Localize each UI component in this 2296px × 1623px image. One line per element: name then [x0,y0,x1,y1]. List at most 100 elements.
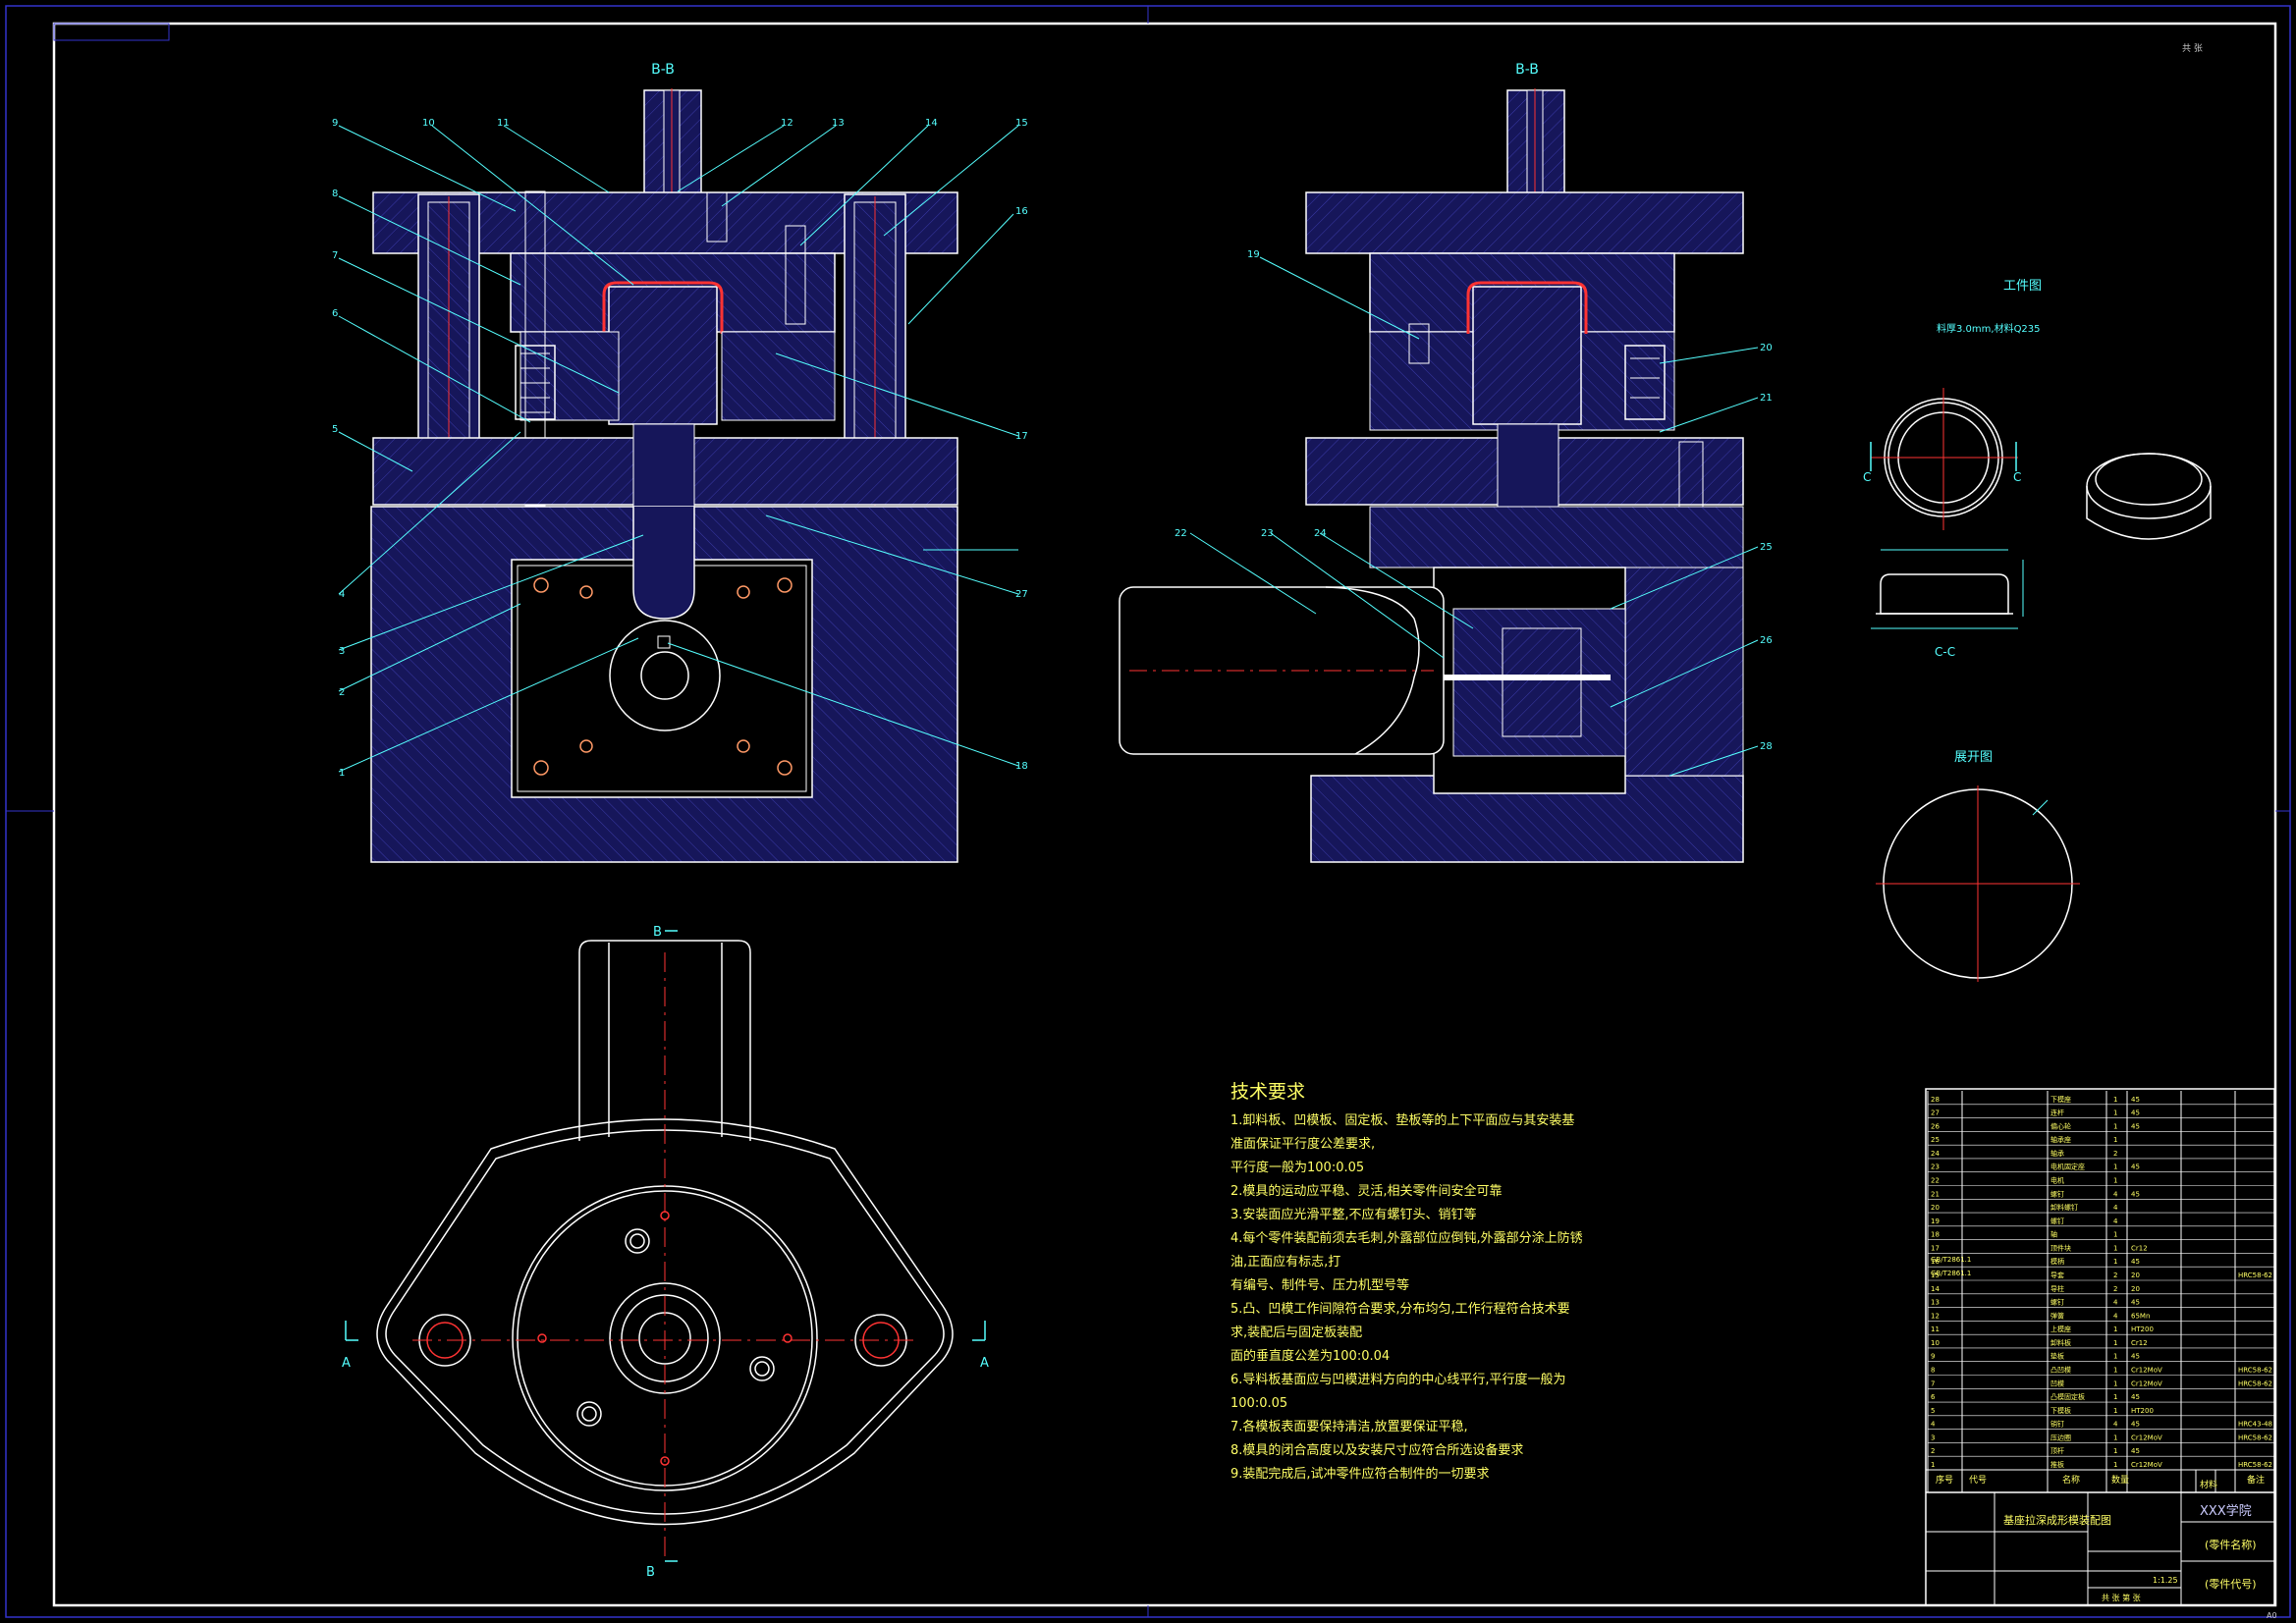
svg-text:13: 13 [832,118,845,129]
svg-text:3: 3 [339,646,345,657]
bom-cell-name: 凹模 [2050,1379,2064,1387]
bom-cell-name: 下模板 [2050,1406,2071,1415]
bom-cell-qty: 1 [2113,1461,2117,1469]
drawing-title: 基座拉深成形模装配图 [2003,1513,2111,1527]
bom-cell-material: 45 [2131,1393,2140,1401]
bom-cell-material: 45 [2131,1096,2140,1104]
bom-cell-qty: 2 [2113,1271,2117,1279]
bom-cell-qty: 1 [2113,1407,2117,1415]
bom-cell-note: HRC58-62 [2238,1380,2272,1387]
svg-text:数量: 数量 [2111,1474,2129,1486]
bom-cell-material: HT200 [2131,1325,2154,1333]
svg-text:10: 10 [422,118,435,129]
bom-cell-name: 推板 [2050,1460,2064,1469]
workpiece-note: 料厚3.0mm,材料Q235 [1937,322,2041,335]
svg-text:备注: 备注 [2247,1474,2265,1486]
bom-cell-material: Cr12MoV [2131,1461,2162,1469]
bom-cell-material: Cr12MoV [2131,1367,2162,1375]
svg-text:GB/T2861.1: GB/T2861.1 [1931,1256,1971,1264]
bom-cell-name: 垫板 [2050,1352,2064,1361]
bom-cell-name: 模柄 [2050,1257,2064,1266]
bom-cell-no: 18 [1931,1231,1940,1239]
bom-cell-qty: 4 [2113,1299,2118,1307]
bom-cell-no: 14 [1931,1285,1940,1293]
school-name: XXX学院 [2200,1503,2252,1519]
bom-cell-name: 压边圈 [2050,1433,2071,1441]
bom-cell-no: 2 [1931,1447,1935,1455]
bom-cell-no: 21 [1931,1190,1940,1198]
bom-cell-no: 3 [1931,1434,1935,1441]
bom-cell-note: HRC43-48 [2238,1421,2272,1429]
bom-cell-no: 4 [1931,1421,1936,1429]
bom-cell-qty: 4 [2113,1312,2118,1320]
bom-cell-name: 销钉 [2050,1420,2064,1429]
bom-cell-material: Cr12MoV [2131,1380,2162,1387]
bom-cell-note: HRC58-62 [2238,1271,2272,1279]
bom-cell-name: 卸料板 [2050,1338,2071,1347]
svg-text:25: 25 [1760,542,1773,553]
svg-text:23: 23 [1261,528,1274,539]
svg-text:名称: 名称 [2062,1474,2080,1486]
bom-cell-no: 13 [1931,1299,1940,1307]
bom-cell-qty: 1 [2113,1136,2117,1144]
bom-cell-material: HT200 [2131,1407,2154,1415]
bom-cell-no: 28 [1931,1096,1940,1104]
tech-item: 9.装配完成后,试冲零件应符合制件的一切要求 [1230,1467,1490,1482]
svg-text:12: 12 [781,118,793,129]
bom-cell-no: 22 [1931,1177,1940,1185]
bom-cell-no: 9 [1931,1353,1935,1361]
bom-cell-name: 上模座 [2050,1325,2071,1333]
technical-requirements: 技术要求 1.卸料板、凹模板、固定板、垫板等的上下平面应与其安装基准面保证平行度… [1230,1080,1584,1487]
leader-lines-left [338,125,1019,773]
bom-cell-name: 顶杆 [2050,1446,2064,1455]
bom-cell-qty: 1 [2113,1163,2117,1171]
top-right-mark: 共 张 [2182,43,2203,54]
bom-cell-qty: 1 [2113,1177,2117,1185]
bom-cell-no: 6 [1931,1393,1936,1401]
tech-item: 平行度一般为100:0.05 [1230,1161,1365,1175]
bom-cell-qty: 1 [2113,1258,2117,1266]
bom-cell-no: 24 [1931,1150,1940,1158]
bom-cell-material: Cr12 [2131,1244,2148,1252]
svg-text:B: B [646,1565,655,1580]
sheet-frame [5,5,2291,1618]
bom-cell-name: 弹簧 [2050,1311,2064,1320]
svg-text:C: C [2013,470,2021,484]
bom-cell-no: 1 [1931,1461,1935,1469]
bom-cell-no: 12 [1931,1312,1940,1320]
bom-cell-no: 15 [1931,1271,1940,1279]
bom-cell-material: 45 [2131,1109,2140,1117]
svg-text:21: 21 [1760,393,1773,404]
tech-item: 8.模具的闭合高度以及安装尺寸应符合所选设备要求 [1230,1443,1524,1458]
svg-text:18: 18 [1015,761,1028,772]
svg-text:15: 15 [1015,118,1028,129]
tech-title: 技术要求 [1230,1081,1306,1103]
scale: 1:1.25 [2153,1576,2178,1585]
tech-item: 2.模具的运动应平稳、灵活,相关零件间安全可靠 [1230,1184,1503,1199]
bom-cell-material: 45 [2131,1353,2140,1361]
tech-item: 有编号、制件号、压力机型号等 [1230,1278,1410,1293]
bom-cell-qty: 1 [2113,1109,2117,1117]
tech-item: 4.每个零件装配前须去毛刺,外露部位应倒钝,外露部分涂上防锈油,正面应有标志,打 [1230,1231,1583,1270]
bom-cell-qty: 1 [2113,1434,2117,1441]
bom-cell-qty: 1 [2113,1393,2117,1401]
bom-cell-qty: 4 [2113,1204,2118,1212]
bom-cell-name: 导柱 [2050,1284,2064,1293]
bom-cell-material: Cr12MoV [2131,1434,2162,1441]
svg-text:27: 27 [1015,589,1028,600]
bom-cell-qty: 2 [2113,1150,2117,1158]
bom-cell-no: 23 [1931,1163,1940,1171]
bom-cell-name: 螺钉 [2050,1298,2064,1307]
bom-cell-qty: 1 [2113,1122,2117,1130]
bom-cell-name: 卸料螺钉 [2050,1203,2078,1212]
svg-text:24: 24 [1314,528,1327,539]
title-block-text: 序号 代号 名称 数量 材料 备注 基座拉深成形模装配图 XXX学院 (零件名称… [1931,43,2277,1620]
svg-text:序号: 序号 [1936,1474,1953,1486]
bom-cell-material: 20 [2131,1285,2140,1293]
svg-text:6: 6 [332,308,338,319]
bom-cell-qty: 1 [2113,1339,2117,1347]
bom-cell-no: 19 [1931,1217,1940,1225]
svg-text:14: 14 [925,118,938,129]
